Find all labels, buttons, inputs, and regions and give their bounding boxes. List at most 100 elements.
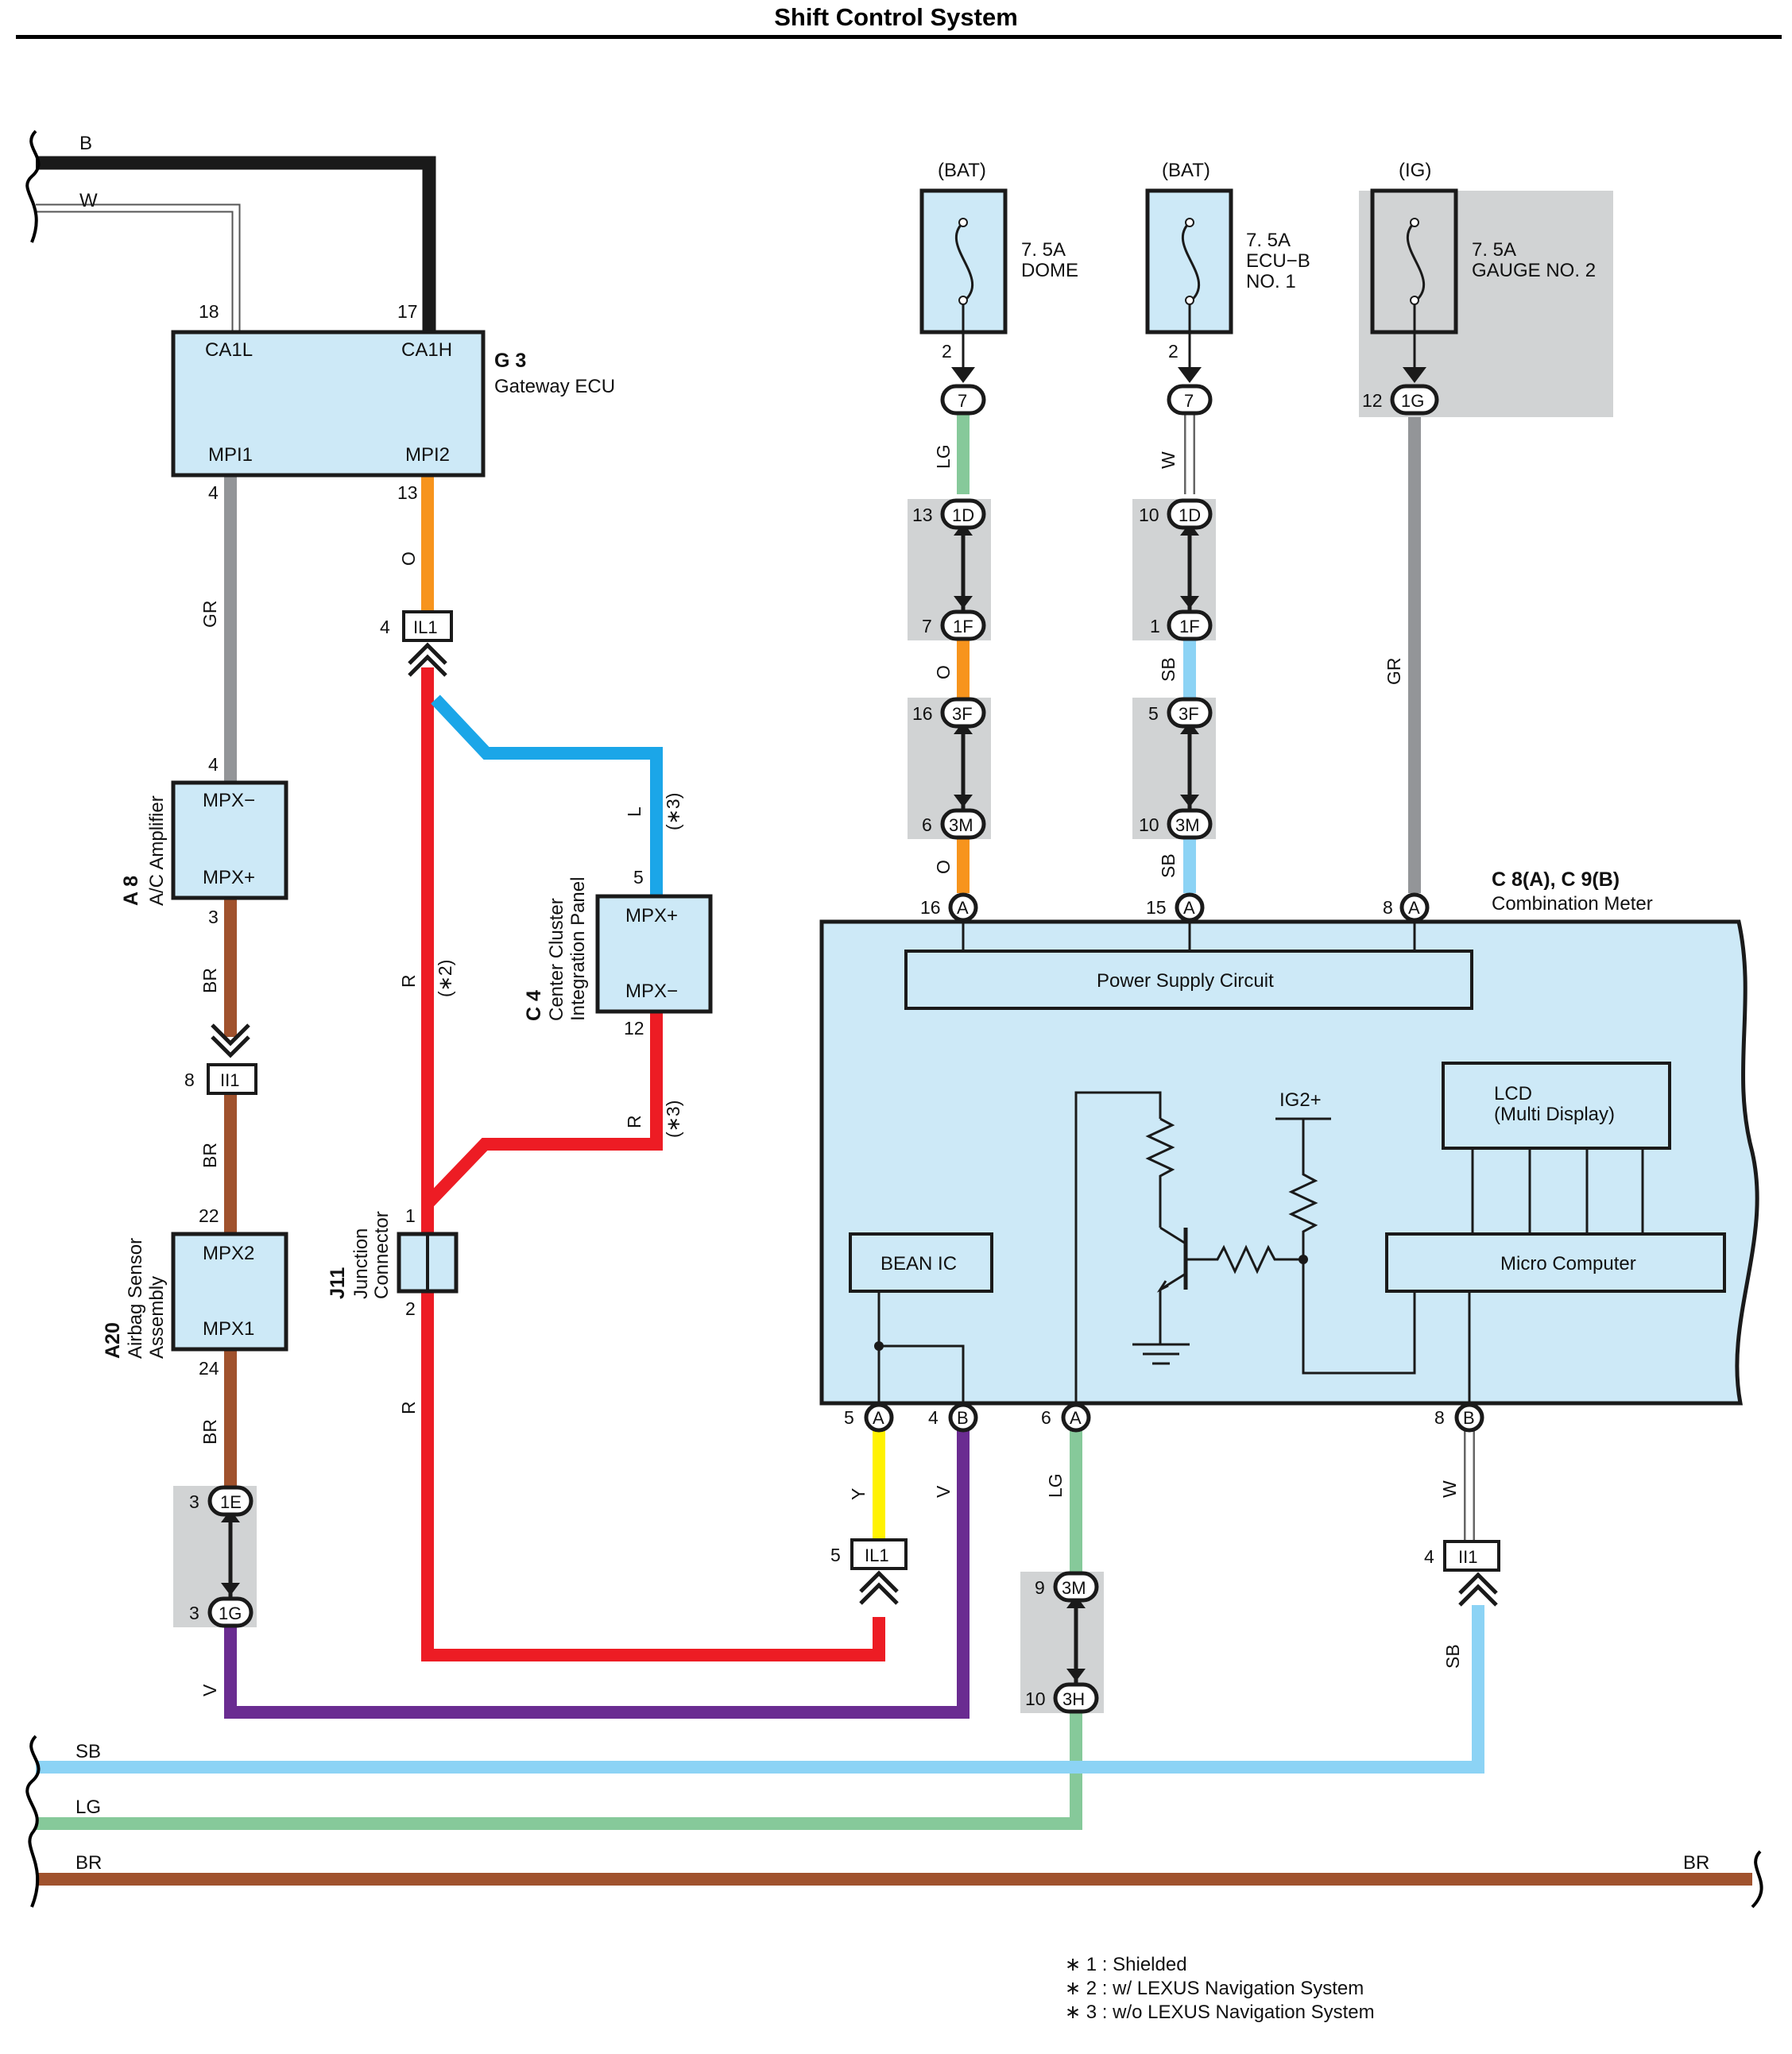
fuse-ecu-b: (BAT) 7. 5A ECU−B NO. 1 2 7: [1145, 160, 1310, 416]
svg-text:2: 2: [942, 341, 952, 362]
svg-text:R: R: [624, 1115, 644, 1128]
fuse-dome: (BAT) 7. 5A DOME 2 7: [919, 160, 1078, 416]
svg-text:Integration Panel: Integration Panel: [567, 877, 589, 1021]
svg-text:1F: 1F: [1179, 617, 1200, 636]
pin-mpi1: MPI1: [208, 444, 253, 466]
svg-text:5: 5: [844, 1407, 854, 1428]
svg-text:1G: 1G: [1401, 391, 1424, 411]
svg-text:O: O: [933, 860, 954, 874]
svg-text:1D: 1D: [1179, 505, 1201, 525]
svg-text:Center Cluster: Center Cluster: [546, 898, 567, 1021]
svg-text:LG: LG: [933, 444, 954, 469]
svg-text:Airbag Sensor: Airbag Sensor: [125, 1238, 146, 1359]
svg-text:A: A: [957, 898, 969, 918]
footnote-3: ∗ 3 : w/o LEXUS Navigation System: [1065, 2002, 1375, 2023]
svg-text:BR: BR: [199, 968, 220, 993]
svg-text:10: 10: [1025, 1688, 1046, 1709]
svg-text:(∗2): (∗2): [435, 960, 455, 997]
svg-text:16: 16: [920, 897, 941, 918]
junction-connector: 1 2 J11 Junction Connector: [327, 1205, 459, 1319]
svg-text:(IG): (IG): [1399, 160, 1431, 181]
bean-ic: BEAN IC: [881, 1253, 957, 1275]
svg-text:8: 8: [184, 1070, 195, 1090]
ac-name: A/C Amplifier: [146, 795, 168, 906]
svg-text:3F: 3F: [1179, 704, 1199, 724]
svg-text:1: 1: [405, 1205, 416, 1226]
jc-pair-3f-3m-right: 3F 3M 5 10: [1132, 697, 1216, 840]
fuse-gauge-no2: (IG) 7. 5A GAUGE NO. 2 12 1G: [1359, 160, 1613, 417]
svg-text:3M: 3M: [949, 815, 973, 835]
svg-text:Junction: Junction: [350, 1228, 372, 1299]
svg-text:O: O: [398, 551, 419, 566]
svg-text:15: 15: [1146, 897, 1167, 918]
bus-breaks: [25, 130, 1763, 1909]
footnote-1: ∗ 1 : Shielded: [1065, 1954, 1187, 1975]
svg-text:V: V: [199, 1684, 220, 1696]
pin-num-4: 4: [208, 482, 219, 503]
svg-text:MPX−: MPX−: [625, 981, 678, 1002]
pin-ca1h: CA1H: [401, 339, 452, 361]
svg-text:(BAT): (BAT): [1162, 160, 1210, 181]
bus-label-br-right: BR: [1683, 1852, 1709, 1874]
gateway-name: Gateway ECU: [494, 376, 615, 397]
svg-text:NO. 1: NO. 1: [1246, 271, 1296, 292]
svg-text:DOME: DOME: [1021, 260, 1078, 281]
svg-text:8: 8: [1434, 1407, 1445, 1428]
svg-text:2: 2: [405, 1298, 416, 1319]
svg-text:7: 7: [958, 391, 967, 411]
svg-text:B: B: [1463, 1408, 1475, 1428]
svg-text:3M: 3M: [1175, 815, 1200, 835]
svg-text:7: 7: [922, 616, 932, 636]
svg-text:3F: 3F: [952, 704, 973, 724]
gateway-ref: G 3: [494, 350, 526, 372]
svg-text:LG: LG: [1045, 1473, 1066, 1498]
airbag-ref: A20: [102, 1322, 124, 1359]
page-title: Shift Control System: [774, 3, 1018, 31]
svg-text:(∗3): (∗3): [663, 1100, 683, 1138]
airbag-sensor: MPX2 MPX1 22 24 A20 Airbag Sensor Assemb…: [102, 1205, 288, 1379]
meter-ref: C 8(A), C 9(B): [1492, 868, 1620, 891]
svg-text:10: 10: [1139, 505, 1159, 525]
svg-text:SB: SB: [1158, 657, 1179, 682]
pin-num-17: 17: [397, 301, 418, 322]
svg-text:II1: II1: [220, 1070, 239, 1090]
svg-text:6: 6: [1041, 1407, 1051, 1428]
svg-text:GR: GR: [1384, 658, 1404, 686]
svg-text:IL1: IL1: [865, 1545, 889, 1565]
svg-text:5: 5: [633, 867, 644, 888]
svg-text:16: 16: [912, 703, 933, 724]
svg-text:BR: BR: [199, 1419, 220, 1445]
title-rule: [16, 35, 1782, 39]
ac-amplifier: MPX− MPX+ 4 3 A 8 A/C Amplifier: [120, 754, 288, 927]
svg-text:II1: II1: [1458, 1547, 1477, 1567]
svg-text:O: O: [933, 665, 954, 679]
svg-text:MPX2: MPX2: [203, 1243, 254, 1264]
svg-text:22: 22: [199, 1205, 219, 1226]
cluster-ref: C 4: [523, 990, 545, 1021]
svg-text:MPX+: MPX+: [625, 905, 678, 926]
svg-text:A: A: [1070, 1408, 1082, 1428]
wire-b: [36, 156, 436, 332]
svg-text:1: 1: [1150, 616, 1160, 636]
svg-text:W: W: [1439, 1480, 1460, 1498]
ac-ref: A 8: [120, 876, 142, 906]
svg-text:(BAT): (BAT): [938, 160, 986, 181]
svg-text:Assembly: Assembly: [146, 1276, 168, 1359]
svg-text:B: B: [957, 1408, 969, 1428]
wire-lg-bus: [36, 1707, 1082, 1830]
bus-label-br: BR: [75, 1852, 102, 1874]
svg-text:5: 5: [830, 1545, 841, 1565]
svg-text:2: 2: [1168, 341, 1179, 362]
gateway-ecu: CA1L CA1H MPI1 MPI2 18 17 4 13 G 3 Gatew…: [171, 301, 615, 503]
svg-text:3: 3: [189, 1491, 199, 1512]
svg-text:12: 12: [624, 1018, 644, 1039]
svg-text:A: A: [1408, 898, 1420, 918]
wire-r-main: [421, 667, 885, 1661]
connector-ii1-left: II1 8: [184, 1023, 257, 1095]
wire-codes: GR O R R (∗2) L (∗3) R (∗3) BR BR BR V Y…: [199, 444, 1463, 1696]
lcd-label: LCD: [1494, 1083, 1532, 1104]
svg-text:V: V: [933, 1485, 954, 1498]
jc-pair-3f-3m-left: 3F 3M 16 6: [908, 697, 991, 840]
svg-text:7. 5A: 7. 5A: [1472, 239, 1516, 261]
jc-pair-1e-1g: 1E 1G 3 3: [173, 1485, 257, 1628]
